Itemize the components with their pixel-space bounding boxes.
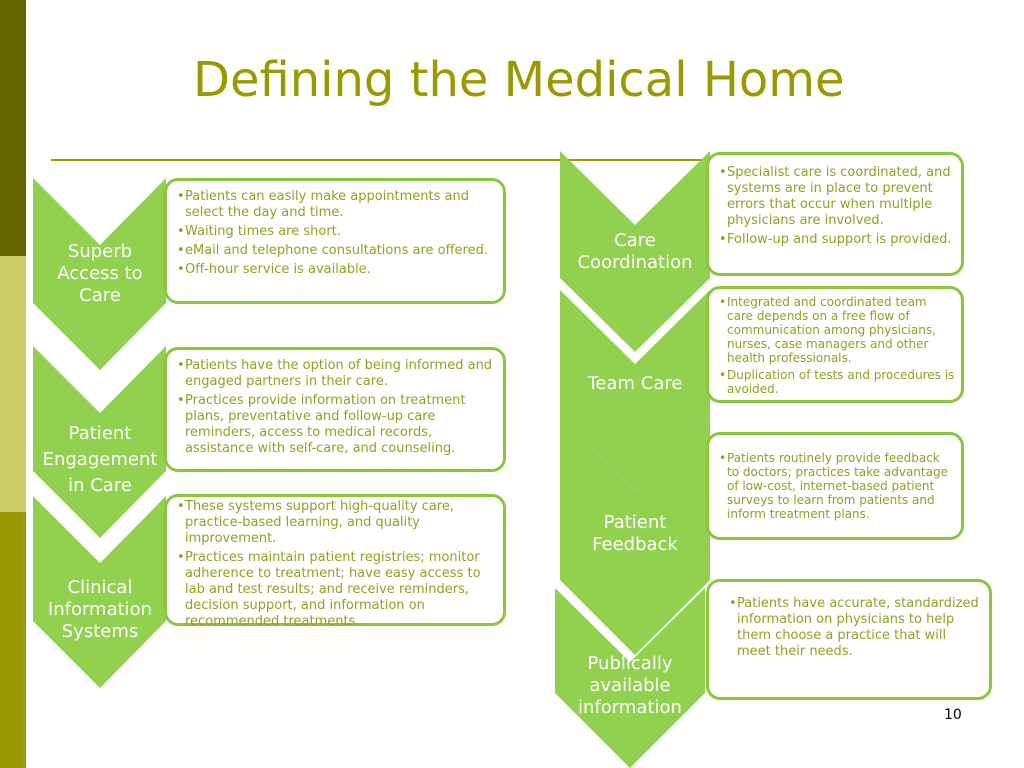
bullet-item: Patients can easily make appointments an… <box>177 189 497 221</box>
box-access: Patients can easily make appointments an… <box>164 178 506 304</box>
box-public: Patients have accurate, standardized inf… <box>706 579 992 700</box>
box-engagement: Patients have the option of being inform… <box>164 347 506 472</box>
bullet-item: Integrated and coordinated team care dep… <box>719 295 955 365</box>
page-number: 10 <box>944 707 962 723</box>
label-teamcare: Team Care <box>587 373 683 394</box>
bullet-item: Patients routinely provide feedback to d… <box>719 451 955 521</box>
bullet-item: Patients have accurate, standardized inf… <box>729 596 979 660</box>
label-public: Publically available information <box>578 653 682 718</box>
label-access: Superb Access to Care <box>57 241 143 306</box>
left-accent-bar-top <box>0 0 26 256</box>
chevron-clinical <box>33 496 166 688</box>
chevron-coordination <box>560 151 710 352</box>
box-feedback: Patients routinely provide feedback to d… <box>706 432 964 540</box>
bullet-item: Duplication of tests and procedures is a… <box>719 368 955 396</box>
label-feedback: Patient Feedback <box>592 512 678 555</box>
bullet-item: Patients have the option of being inform… <box>177 358 497 390</box>
bullet-item: Off-hour service is available. <box>177 262 497 278</box>
bullet-item: Practices maintain patient registries; m… <box>177 550 497 630</box>
bullet-item: Follow-up and support is provided. <box>719 232 955 248</box>
chevron-feedback <box>560 417 710 655</box>
box-coordination: Specialist care is coordinated, and syst… <box>706 152 964 276</box>
bullet-item: eMail and telephone consultations are of… <box>177 243 497 259</box>
title-divider <box>51 159 711 161</box>
left-accent-bar-bottom <box>0 512 26 768</box>
chevron-public <box>555 588 705 768</box>
bullet-item: Specialist care is coordinated, and syst… <box>719 165 955 229</box>
slide-title: Defining the Medical Home <box>193 52 845 108</box>
chevron-teamcare <box>560 290 710 491</box>
chevron-access <box>33 178 166 370</box>
box-clinical: These systems support high-quality care,… <box>164 494 506 629</box>
bullet-item: These systems support high-quality care,… <box>177 499 497 547</box>
box-teamcare: Integrated and coordinated team care dep… <box>706 286 964 403</box>
label-clinical: Clinical Information Systems <box>47 577 153 642</box>
bullet-item: Waiting times are short. <box>177 224 497 240</box>
left-accent-bar-middle <box>0 256 26 512</box>
chevron-engagement <box>33 346 166 538</box>
bullet-item: Practices provide information on treatme… <box>177 393 497 457</box>
label-coordination: Care Coordination <box>577 230 693 273</box>
label-engagement: Patient Engagement in Care <box>42 423 158 496</box>
